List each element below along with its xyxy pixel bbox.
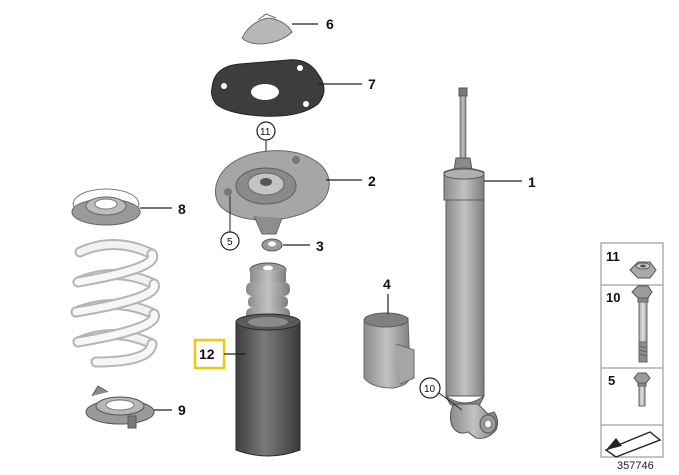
circle-5 (220, 231, 240, 251)
part-4-sleeve (363, 312, 415, 389)
nut-icon (629, 261, 657, 279)
screw-icon (633, 372, 651, 407)
callout-12: 12 (199, 346, 215, 362)
callout-3: 3 (316, 238, 324, 254)
reference-number: 357746 (617, 460, 654, 472)
callout-9: 9 (178, 402, 186, 418)
coil-spring (70, 238, 160, 368)
circle-5-label: 5 (227, 237, 233, 248)
legend-label-5: 5 (608, 373, 615, 388)
callout-2: 2 (368, 173, 376, 189)
circle-10-label: 10 (424, 384, 436, 395)
callout-1: 1 (528, 174, 536, 190)
callout-8: 8 (178, 201, 186, 217)
callout-4: 4 (383, 276, 391, 292)
part-3-washer (261, 238, 283, 252)
part-2-top-mount (215, 150, 330, 235)
part-8-spring-seat (71, 188, 141, 226)
part-12-bump-stop (235, 262, 301, 457)
legend-label-11: 11 (606, 249, 620, 264)
circle-11-label: 11 (260, 127, 271, 138)
circle-10 (419, 377, 441, 399)
callout-12-highlight (193, 338, 226, 370)
part-9-spring-pad (85, 385, 155, 429)
callout-7: 7 (368, 76, 376, 92)
part-6-cap (241, 13, 293, 45)
arrow-symbol-box (600, 424, 664, 458)
bolt-icon (631, 285, 653, 363)
part-7-gasket (211, 59, 325, 117)
leader-10 (438, 392, 463, 411)
part-1-shock-absorber (443, 87, 499, 439)
legend-label-10: 10 (606, 290, 620, 305)
callout-6: 6 (326, 16, 334, 32)
